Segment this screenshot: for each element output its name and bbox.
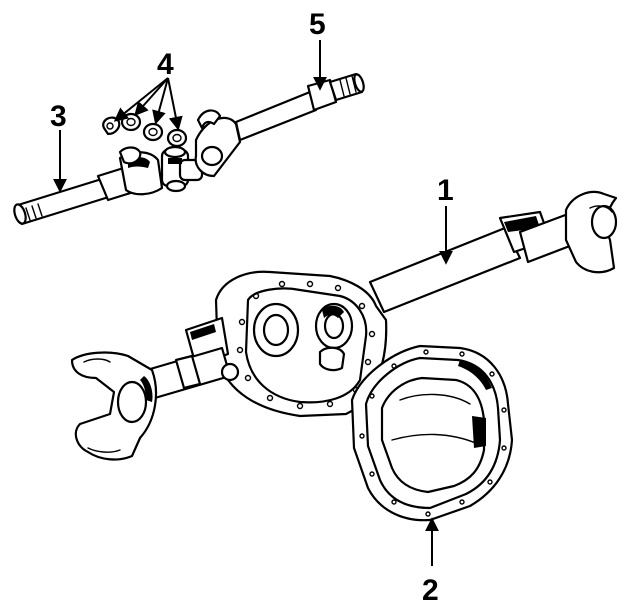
differential-cover bbox=[350, 344, 514, 522]
callout-5: 5 bbox=[309, 8, 326, 41]
inner-axle-shaft bbox=[13, 151, 164, 226]
leader-lines bbox=[53, 40, 453, 566]
callout-1: 1 bbox=[437, 174, 454, 207]
leader-4d bbox=[167, 77, 183, 131]
leader-4b bbox=[134, 77, 169, 117]
callout-2: 2 bbox=[422, 574, 439, 607]
axle-housing bbox=[70, 190, 618, 461]
leader-4c bbox=[152, 77, 169, 125]
callout-3: 3 bbox=[50, 100, 67, 133]
cover-perimeter-bolts bbox=[359, 349, 507, 517]
leader-4a bbox=[113, 77, 169, 122]
axle-shaft-assembly bbox=[13, 72, 365, 226]
outer-axle-shaft bbox=[194, 72, 365, 178]
cover-bolt-holes bbox=[236, 280, 376, 410]
callout-4: 4 bbox=[157, 48, 174, 81]
